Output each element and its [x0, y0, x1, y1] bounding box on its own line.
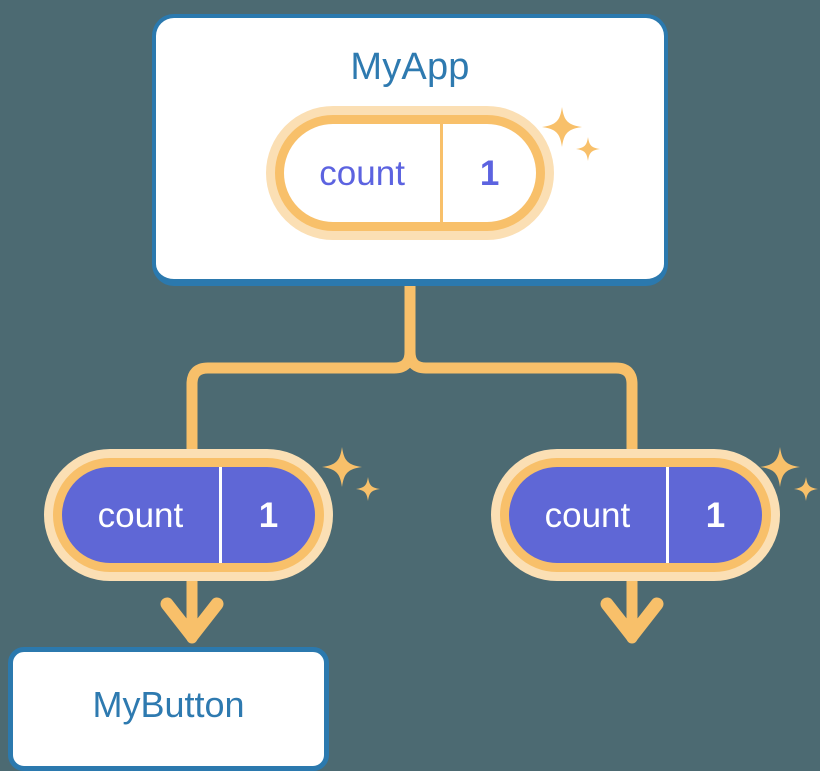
state-pill-divider — [218, 467, 222, 563]
myapp-card-title: MyApp — [350, 46, 470, 88]
branch-wire-right — [404, 346, 638, 458]
arrow-down-to-right-button — [600, 572, 664, 644]
state-pill-value: 1 — [705, 495, 726, 535]
arrow-down-to-left-button — [160, 572, 224, 644]
state-pill-left-child[interactable]: count 1 — [44, 449, 333, 581]
state-pill-value: 1 — [479, 153, 500, 193]
state-pill-value: 1 — [258, 495, 279, 535]
state-pill-divider — [440, 124, 444, 222]
branch-wire-left — [186, 346, 416, 458]
mybutton-card-label: MyButton — [92, 684, 245, 725]
state-pill-myapp[interactable]: count 1 — [266, 106, 554, 240]
state-pill-right-child[interactable]: count 1 — [491, 449, 780, 581]
mybutton-card-left[interactable]: MyButton — [8, 647, 329, 771]
state-pill-key: count — [544, 495, 631, 535]
state-pill-key: count — [97, 495, 184, 535]
state-pill-divider — [665, 467, 669, 563]
state-pill-key: count — [319, 153, 405, 193]
